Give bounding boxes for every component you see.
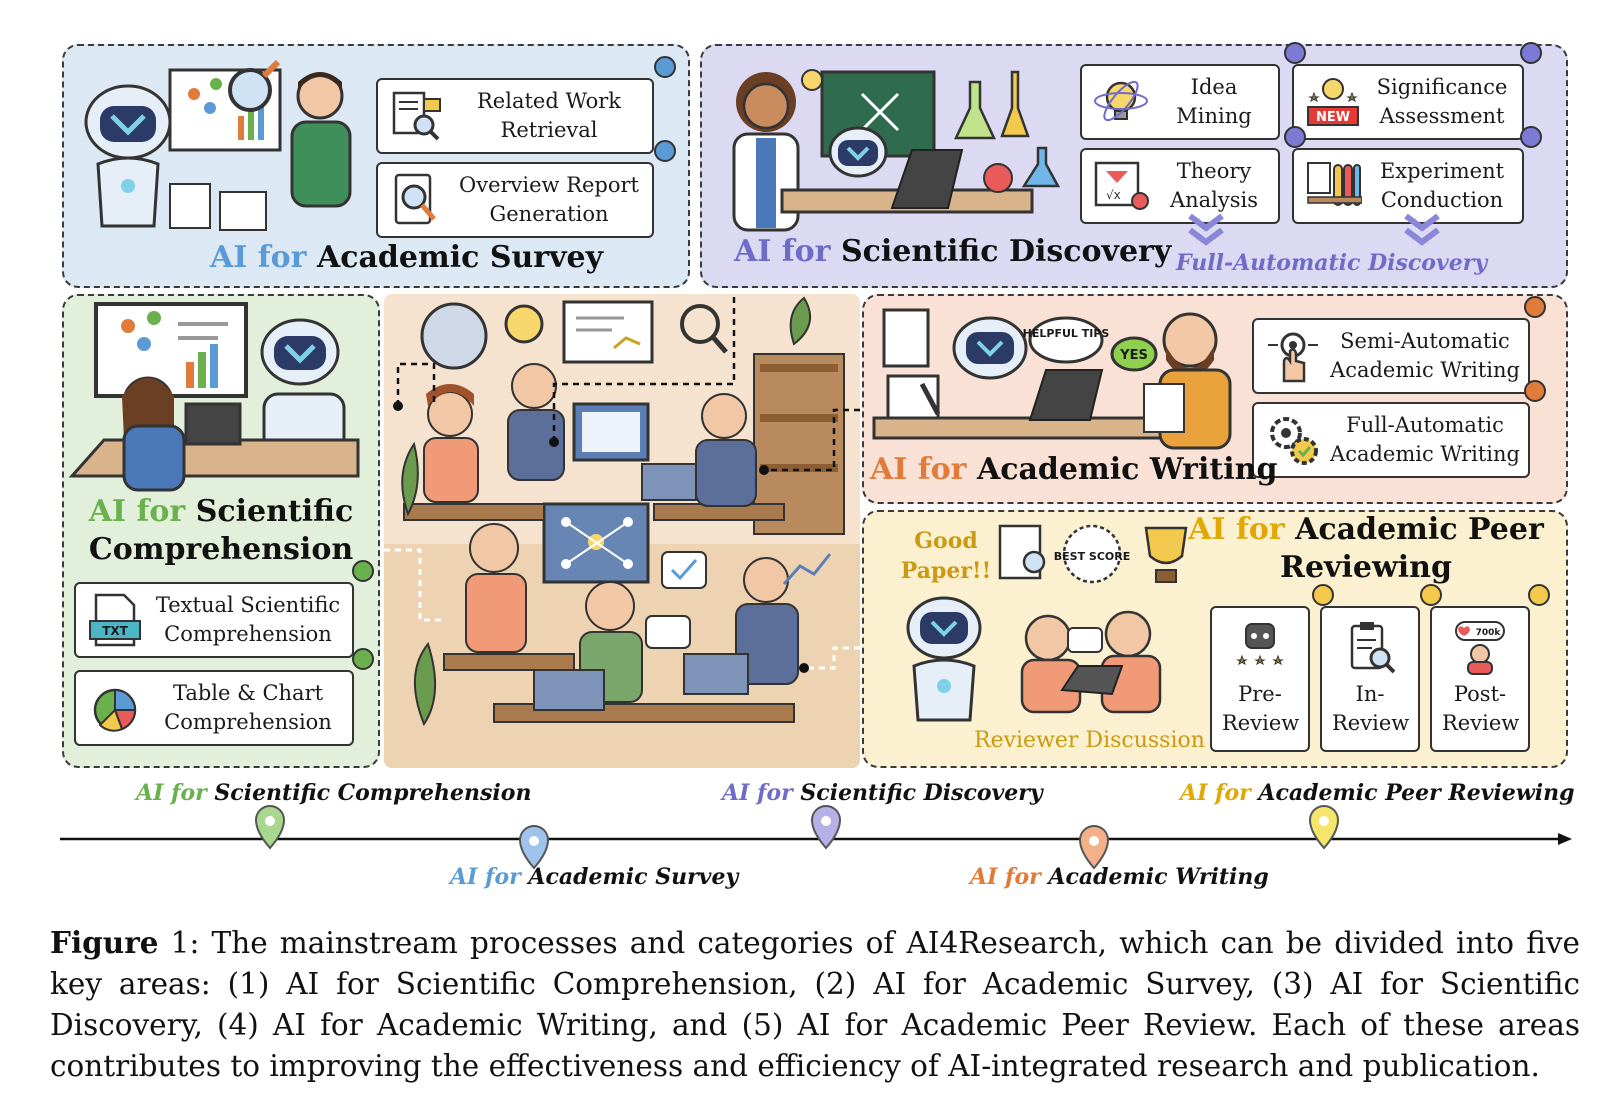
textual-scientific-comprehension-label: Textual Scientific Comprehension bbox=[155, 593, 341, 646]
peer-connector-dot bbox=[1528, 584, 1550, 606]
experiment-conduction-box: Experiment Conduction bbox=[1292, 148, 1524, 224]
svg-text:TXT: TXT bbox=[102, 624, 128, 638]
svg-text:700k: 700k bbox=[1476, 628, 1502, 638]
scientific-discovery-title: AI for Scientific Discovery bbox=[734, 234, 1172, 269]
in-review-label: In-Review bbox=[1332, 682, 1410, 735]
academic-survey-title: AI for Academic Survey bbox=[210, 240, 604, 275]
chevron-down-icon bbox=[1404, 213, 1440, 246]
pie-chart-icon bbox=[93, 688, 137, 732]
survey-connector-dot bbox=[654, 140, 676, 162]
robot-stars-icon bbox=[1236, 623, 1284, 666]
map-pin-icon bbox=[254, 805, 286, 850]
writing-connector-dot bbox=[1524, 380, 1546, 402]
formula-board-icon: √x bbox=[1094, 161, 1149, 210]
table-chart-comprehension-label: Table & Chart Comprehension bbox=[164, 681, 332, 734]
likes-person-icon: 700k bbox=[1455, 621, 1505, 675]
table-chart-comprehension-box: Table & Chart Comprehension bbox=[74, 670, 354, 746]
semi-automatic-academic-writing-label: Semi-Automatic Academic Writing bbox=[1330, 329, 1520, 382]
document-search-icon bbox=[392, 91, 441, 141]
txt-file-icon: TXT bbox=[89, 593, 141, 647]
textual-scientific-comprehension-box: TXT Textual Scientific Comprehension bbox=[74, 582, 354, 658]
report-magnifier-icon bbox=[394, 173, 436, 225]
map-pin-icon bbox=[518, 825, 550, 870]
scientific-comprehension-title-line2: Comprehension bbox=[88, 532, 354, 567]
timeline-academic-peer-reviewing: AI for Academic Peer Reviewing bbox=[1180, 780, 1575, 806]
svg-text:NEW: NEW bbox=[1316, 110, 1350, 125]
discovery-connector-dot bbox=[1284, 126, 1306, 148]
hand-gear-icon bbox=[1268, 332, 1318, 383]
clipboard-search-icon bbox=[1350, 622, 1396, 674]
timeline-axis bbox=[60, 805, 1572, 870]
reviewer-robot-discussion-illustration bbox=[906, 596, 1162, 722]
idea-mining-box: Idea Mining bbox=[1080, 64, 1280, 140]
timeline-academic-survey: AI for Academic Survey bbox=[450, 864, 739, 890]
survey-robot-researcher-illustration bbox=[84, 59, 352, 231]
significance-assessment-box: NEW Significance Assessment bbox=[1292, 64, 1524, 140]
full-automatic-academic-writing-box: Full-Automatic Academic Writing bbox=[1252, 402, 1530, 478]
comprehension-researcher-robot-illustration bbox=[68, 302, 360, 492]
idea-mining-label: Idea Mining bbox=[1176, 75, 1252, 128]
scientific-comprehension-title: AI for Scientific bbox=[88, 494, 354, 529]
figure-label: Figure bbox=[50, 925, 159, 960]
map-pin-icon bbox=[1308, 805, 1340, 850]
comprehension-connector-dot bbox=[352, 648, 374, 670]
researchers-illustration bbox=[384, 294, 860, 768]
lightbulb-icon bbox=[1094, 80, 1148, 122]
in-review-box: In-Review bbox=[1320, 606, 1420, 752]
related-work-retrieval-label: Related Work Retrieval bbox=[476, 89, 622, 142]
writing-robot-researcher-illustration: HELPFUL TIPS YES bbox=[872, 308, 1232, 450]
test-tubes-icon bbox=[1307, 162, 1362, 206]
svg-text:√x: √x bbox=[1106, 188, 1121, 202]
academic-writing-title: AI for Academic Writing bbox=[870, 452, 1278, 487]
theory-analysis-label: Theory Analysis bbox=[1169, 159, 1259, 212]
comprehension-connector-dot bbox=[352, 560, 374, 582]
timeline-academic-writing: AI for Academic Writing bbox=[970, 864, 1269, 890]
post-review-label: Post-Review bbox=[1442, 682, 1520, 735]
svg-text:BEST SCORE: BEST SCORE bbox=[1054, 550, 1130, 563]
academic-peer-reviewing-title-line2: Reviewing bbox=[1280, 550, 1452, 585]
peer-connector-dot bbox=[1420, 584, 1442, 606]
pre-review-label: Pre-Review bbox=[1222, 682, 1300, 735]
figure-caption: Figure 1: The mainstream processes and c… bbox=[50, 922, 1580, 1087]
peer-connector-dot bbox=[1312, 584, 1334, 606]
overview-report-generation-label: Overview Report Generation bbox=[458, 173, 639, 226]
post-review-box: 700k Post-Review bbox=[1430, 606, 1530, 752]
timeline-scientific-comprehension: AI for Scientific Comprehension bbox=[136, 780, 532, 806]
overview-report-generation-box: Overview Report Generation bbox=[376, 162, 654, 238]
svg-text:HELPFUL TIPS: HELPFUL TIPS bbox=[1023, 327, 1110, 340]
theory-analysis-box: √x Theory Analysis bbox=[1080, 148, 1280, 224]
related-work-retrieval-box: Related Work Retrieval bbox=[376, 78, 654, 154]
gears-icon bbox=[1270, 417, 1318, 465]
significance-assessment-label: Significance Assessment bbox=[1376, 75, 1508, 128]
new-badge-icon: NEW bbox=[1307, 78, 1359, 126]
research-lab-scene bbox=[384, 294, 860, 768]
discovery-connector-dot bbox=[1284, 42, 1306, 64]
writing-connector-dot bbox=[1524, 296, 1546, 318]
reviewer-discussion-label: Reviewer Discussion bbox=[974, 728, 1205, 753]
svg-text:YES: YES bbox=[1119, 348, 1148, 363]
full-automatic-discovery-label: Full-Automatic Discovery bbox=[1176, 250, 1488, 276]
caption-text: 1: The mainstream processes and categori… bbox=[50, 926, 1580, 1083]
semi-automatic-academic-writing-box: Semi-Automatic Academic Writing bbox=[1252, 318, 1530, 394]
experiment-conduction-label: Experiment Conduction bbox=[1379, 159, 1505, 212]
discovery-scientist-robot-illustration bbox=[732, 69, 1061, 232]
full-automatic-academic-writing-label: Full-Automatic Academic Writing bbox=[1330, 413, 1520, 466]
discovery-connector-dot bbox=[1520, 42, 1542, 64]
timeline-scientific-discovery: AI for Scientific Discovery bbox=[722, 780, 1043, 806]
chevron-down-icon bbox=[1188, 213, 1224, 246]
map-pin-icon bbox=[810, 805, 842, 850]
map-pin-icon bbox=[1078, 825, 1110, 870]
good-paper-label: Good Paper!! bbox=[900, 528, 992, 584]
pre-review-box: Pre-Review bbox=[1210, 606, 1310, 752]
discovery-connector-dot bbox=[1520, 126, 1542, 148]
academic-peer-reviewing-title: AI for Academic Peer bbox=[1188, 512, 1544, 547]
best-score-trophy-illustration: BEST SCORE bbox=[998, 524, 1188, 584]
survey-connector-dot bbox=[654, 56, 676, 78]
